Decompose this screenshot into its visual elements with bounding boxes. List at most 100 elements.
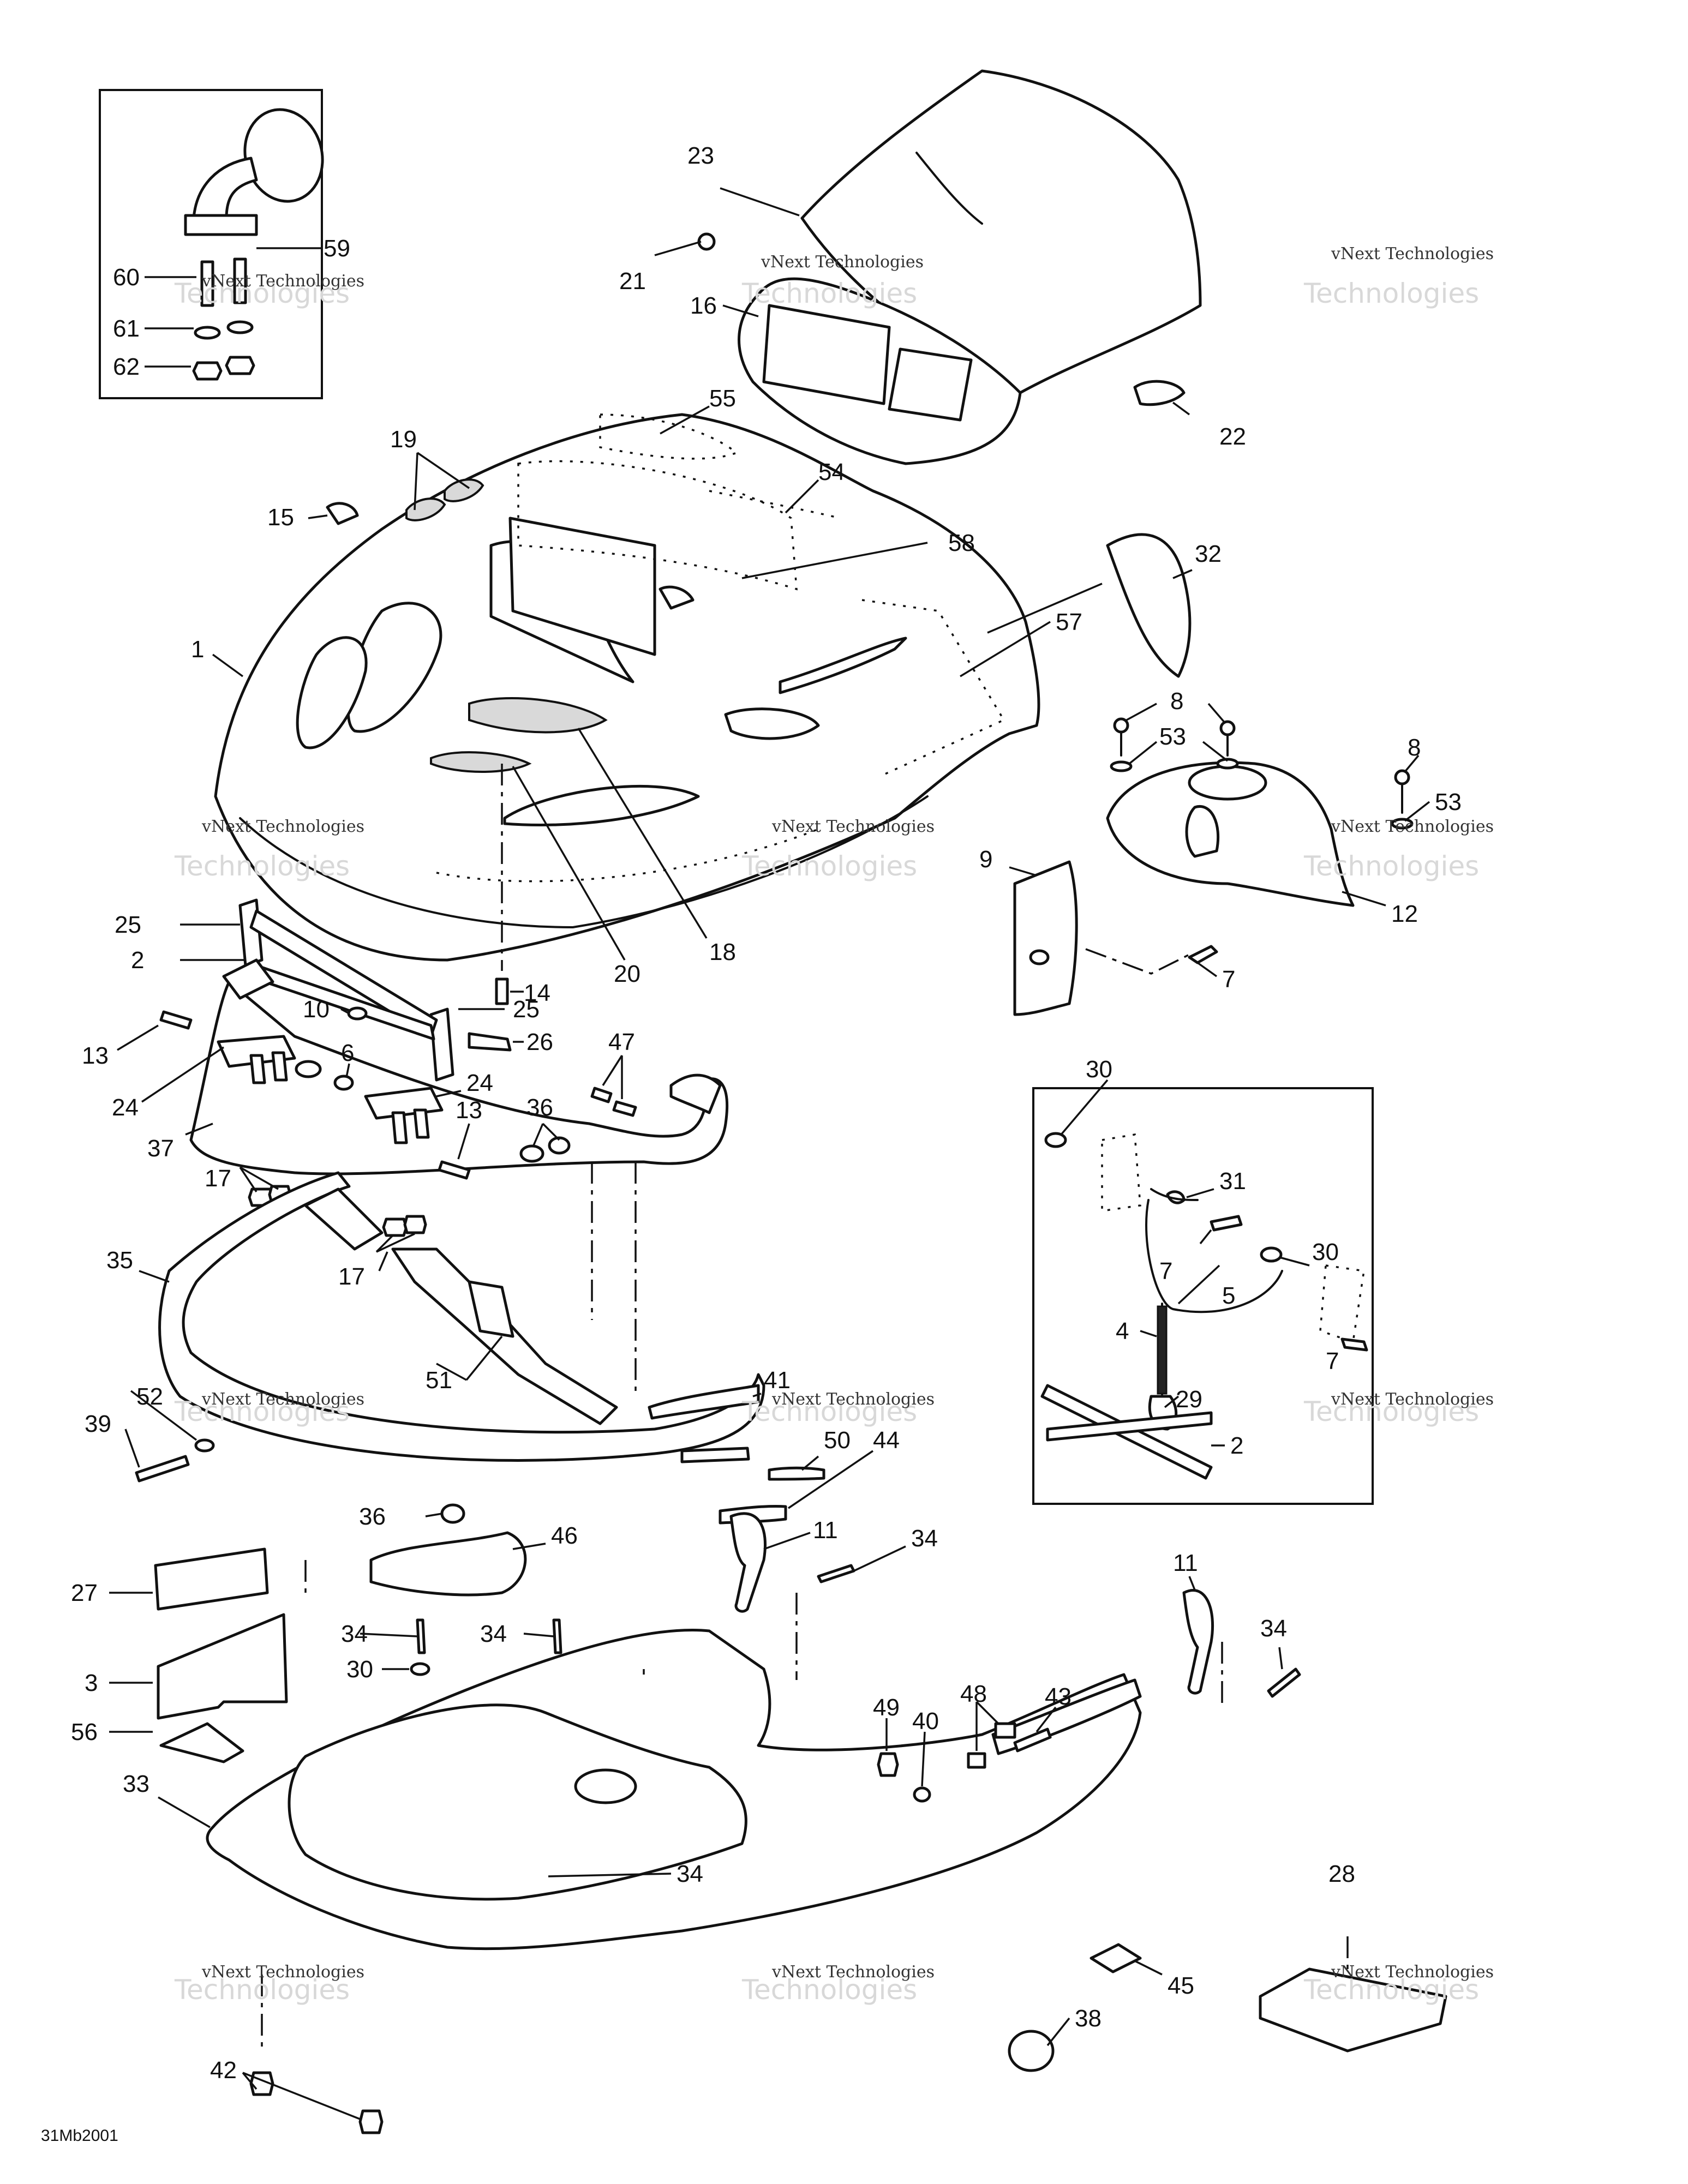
bracket-24-left-ear	[222, 958, 274, 1000]
callout-61: 61	[113, 315, 140, 342]
bracket-46	[369, 1531, 527, 1597]
leader-19b	[417, 452, 470, 489]
watermark-small: vNext Technologies	[1331, 1963, 1494, 1982]
bumper-37-end	[669, 1073, 722, 1114]
leader-7-inset-a	[1199, 1229, 1212, 1245]
callout-4: 4	[1116, 1318, 1129, 1345]
watermark-small: vNext Technologies	[201, 272, 364, 291]
bumper-rail-35	[158, 1171, 765, 1462]
bumper-rail-group	[124, 1162, 873, 1593]
callout-5: 5	[1222, 1282, 1235, 1309]
belly-pan-port	[574, 1768, 637, 1804]
bolt-48-a	[994, 1722, 1016, 1739]
watermark-small: vNext Technologies	[201, 1963, 364, 1982]
callout-34-c: 34	[341, 1621, 368, 1647]
cable-inset-frame	[1032, 1087, 1374, 1505]
belly-pan-group	[109, 1503, 1447, 2134]
rivet-7-console	[1188, 945, 1218, 964]
rivet-34-d	[552, 1618, 562, 1654]
callout-11-left: 11	[813, 1517, 838, 1544]
console-12	[1106, 761, 1355, 907]
nut-17-d	[403, 1215, 427, 1234]
leader-4	[1140, 1330, 1157, 1337]
leader-33	[158, 1796, 211, 1828]
leader-17-d	[376, 1233, 415, 1253]
leader-53a	[1128, 741, 1158, 765]
callout-labels: 59 60 61 62 23 21 16 22 55 19 54 15 58 3…	[71, 142, 1462, 2084]
hood-decal-19a	[405, 497, 446, 521]
stud-left-b	[271, 1051, 288, 1082]
watermark-small: vNext Technologies	[771, 1390, 935, 1409]
leader-40	[921, 1731, 926, 1787]
hood-group	[212, 405, 1051, 971]
mirror-arm	[192, 157, 258, 220]
leader-21	[654, 241, 702, 256]
callout-38: 38	[1075, 2005, 1102, 2032]
callout-2: 2	[131, 947, 144, 974]
callout-27: 27	[71, 1580, 98, 1606]
leader-45	[1134, 1960, 1163, 1976]
watermark-large: Technologies	[741, 278, 917, 309]
rivet-34-a	[817, 1564, 855, 1583]
hood-hatch-latch	[659, 585, 695, 610]
callout-59: 59	[324, 235, 350, 262]
gauge-opening-right	[888, 347, 973, 422]
eyelet-31-ring	[1150, 1188, 1199, 1201]
mirror-nut-right	[225, 356, 255, 375]
watermark-large: Technologies	[1303, 278, 1479, 309]
callout-58: 58	[948, 530, 975, 556]
callout-3: 3	[85, 1670, 98, 1696]
leader-32	[1172, 569, 1193, 579]
hood-vent-far-left	[296, 636, 368, 749]
leader-9	[1009, 866, 1037, 877]
leader-53c	[1404, 801, 1430, 822]
watermark-large: Technologies	[741, 850, 917, 882]
plate-outline-inset-a	[1101, 1133, 1141, 1213]
bracket-9	[1013, 860, 1078, 1016]
callout-7-inset-b: 7	[1326, 1348, 1339, 1375]
leader-15	[308, 514, 328, 519]
support-51-upper	[304, 1187, 384, 1251]
rivet-34-b	[1267, 1667, 1301, 1698]
callout-54: 54	[818, 459, 845, 485]
callout-1: 1	[191, 636, 204, 663]
decal-outline-55	[599, 413, 739, 460]
bracket-9-hole	[1029, 949, 1050, 965]
windshield-group	[654, 69, 1202, 465]
leader-5	[1177, 1264, 1220, 1305]
callout-18: 18	[709, 939, 736, 965]
callout-56: 56	[71, 1719, 98, 1745]
callout-8-b: 8	[1408, 734, 1421, 761]
callout-34-d: 34	[480, 1621, 507, 1647]
arrow-32	[987, 583, 1103, 634]
console-12-vent	[1185, 805, 1220, 858]
callout-24-right: 24	[466, 1070, 493, 1096]
callout-29: 29	[1176, 1386, 1202, 1413]
watermark-small: vNext Technologies	[771, 817, 935, 836]
hood-vent-right	[724, 707, 820, 740]
callout-60: 60	[113, 264, 140, 291]
leader-13-right	[457, 1123, 470, 1160]
rivet-21	[697, 232, 716, 251]
callout-33: 33	[123, 1771, 149, 1797]
hood-clip-15	[326, 502, 359, 525]
bolt-bumper-rail	[680, 1447, 750, 1463]
mirror-glass	[243, 108, 324, 203]
callout-32: 32	[1195, 541, 1222, 567]
washer-30-inset-b	[1260, 1246, 1283, 1263]
leader-17-b	[240, 1166, 279, 1190]
rivet-7-inset-b	[1340, 1337, 1368, 1352]
nut-6-right	[333, 1075, 354, 1091]
console-washer-53c	[1391, 818, 1414, 830]
callout-10: 10	[303, 996, 330, 1023]
washer-36-b	[548, 1136, 571, 1155]
watermark-large: Technologies	[1303, 850, 1479, 882]
watermark-small: vNext Technologies	[1331, 244, 1494, 263]
rivet-7-inset-a	[1210, 1215, 1243, 1232]
callout-12: 12	[1391, 901, 1418, 927]
decal-outline-58	[517, 460, 798, 591]
callout-9: 9	[979, 846, 992, 873]
leader-38	[1046, 2017, 1070, 2047]
callout-44: 44	[873, 1427, 900, 1454]
